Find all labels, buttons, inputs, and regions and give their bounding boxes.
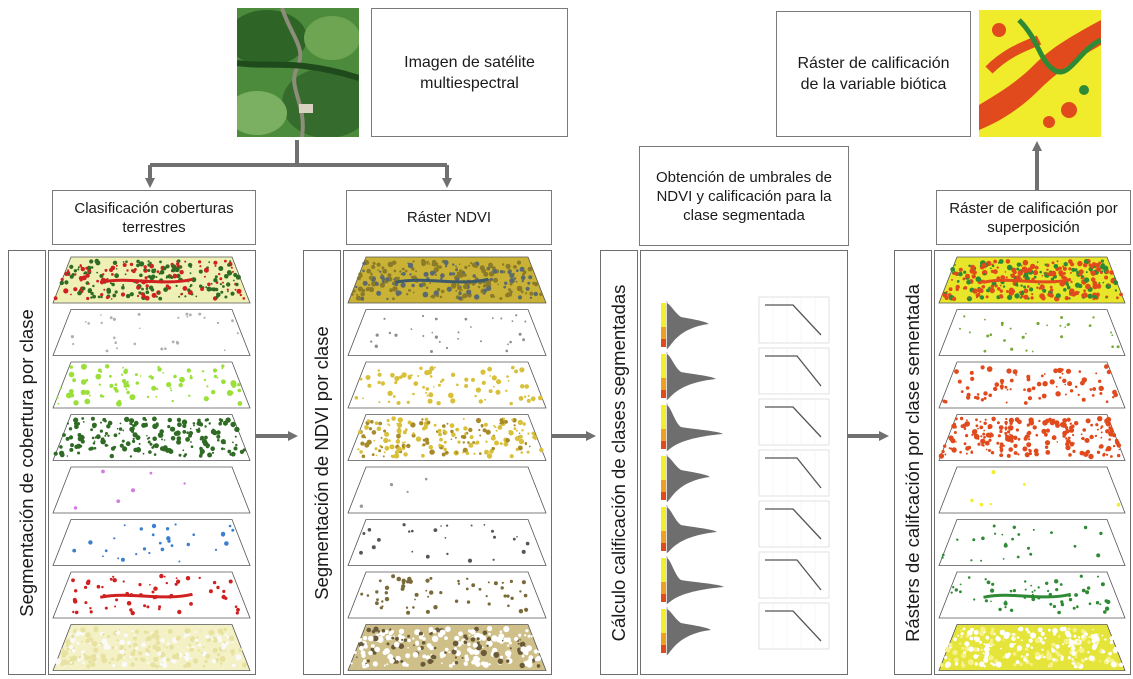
ndvi-layer-stack [347,256,547,671]
satellite-image-thumbnail [237,8,359,137]
split-connector [150,140,447,167]
umbral-header: Obtención de umbrales de NDVI y califica… [639,146,849,246]
raster-layer-icon [938,519,1126,566]
cobertura-layers-panel [48,250,256,675]
raster-layer-icon [52,624,251,671]
ndvi-header: Ráster NDVI [346,190,552,245]
histogram-icon [661,454,710,502]
threshold-charts [661,296,830,655]
raster-layer-icon [347,309,547,356]
raster-layer-icon [938,361,1126,409]
satellite-image-label-text: Imagen de satélite multiespectral [404,53,535,92]
rasters-side-label: Rásters de califcación por clase sementa… [894,250,932,675]
line-chart-icon [758,602,830,650]
superposicion-header-text: Ráster de calificación por superposición [949,199,1118,236]
ndvi-layers-panel [343,250,552,675]
raster-layer-icon [347,414,547,461]
ndvi-header-text: Ráster NDVI [406,209,492,226]
raster-layer-icon [938,466,1126,514]
raster-layer-icon [347,466,547,514]
raster-layer-icon [347,256,547,304]
cobertura-header: Clasificación coberturas terrestres [52,190,256,245]
raster-layer-icon [347,571,547,619]
line-chart-icon [758,449,830,497]
raster-layer-icon [347,624,547,671]
raster-layer-icon [52,361,251,409]
raster-layer-icon [52,519,251,566]
rasters-layers-panel [934,250,1131,675]
rasters-side-label-text: Rásters de califcación por clase sementa… [902,283,923,642]
raster-layer-icon [938,624,1126,671]
raster-layer-icon [938,256,1126,304]
calculo-side-label-text: Cálculo calificación de clases segmentad… [608,284,629,641]
ndvi-side-label: Segmentación de NDVI por clase [303,250,341,675]
raster-layer-icon [52,309,251,356]
histogram-icon [661,556,724,604]
cobertura-header-text: Clasificación coberturas terrestres [74,199,234,236]
cobertura-side-label: Segmentación de cobertura por clase [8,250,46,675]
line-chart-icon [758,551,830,599]
score-layer-stack [938,256,1126,671]
raster-layer-icon [52,256,251,304]
line-chart-icon [758,296,830,344]
raster-layer-icon [347,361,547,409]
histogram-icon [661,607,711,655]
histogram-icon [661,505,717,553]
raster-layer-icon [52,571,251,619]
cobertura-layer-stack [52,256,251,671]
ndvi-side-label-text: Segmentación de NDVI por clase [311,325,332,600]
calculo-side-label: Cálculo calificación de clases segmentad… [600,250,638,675]
satellite-image-label: Imagen de satélite multiespectral [371,8,568,137]
histogram-icon [661,403,723,451]
output-raster-thumbnail [979,10,1101,137]
raster-layer-icon [938,571,1126,619]
output-raster-label-text: Ráster de calificación de la variable bi… [797,55,950,93]
line-chart-icon [758,347,830,395]
raster-layer-icon [938,309,1126,356]
histogram-icon [661,352,716,400]
output-raster-label: Ráster de calificación de la variable bi… [776,11,971,137]
cobertura-side-label-text: Segmentación de cobertura por clase [16,308,37,617]
raster-layer-icon [52,414,251,461]
raster-layer-icon [52,466,251,514]
calculo-charts-panel [640,250,848,675]
raster-layer-icon [938,414,1126,461]
raster-layer-icon [347,519,547,566]
superposicion-header: Ráster de calificación por superposición [936,190,1131,245]
line-chart-icon [758,398,830,446]
umbral-header-text: Obtención de umbrales de NDVI y califica… [656,168,832,224]
histogram-icon [661,301,709,349]
line-chart-icon [758,500,830,548]
